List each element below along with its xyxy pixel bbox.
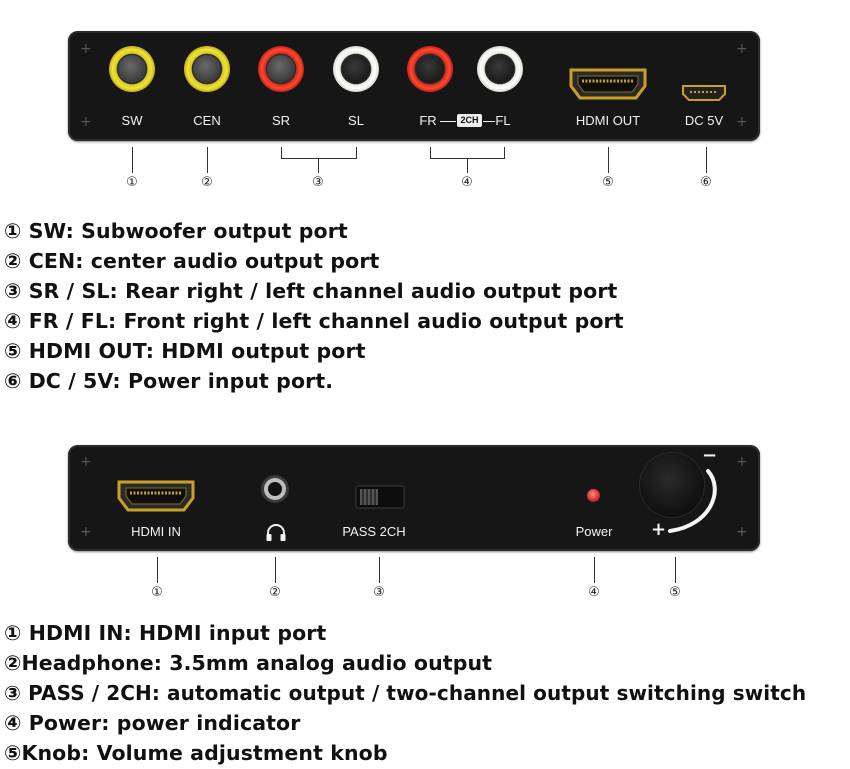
callout-number-5: ⑤: [669, 585, 681, 600]
sr-port-label: SR: [271, 113, 291, 128]
leader-bracket: [281, 158, 357, 159]
leader-line: [207, 147, 208, 173]
callout-number-1: ①: [126, 175, 138, 190]
leader-line: [504, 147, 505, 158]
headphone-jack-port: [261, 475, 289, 503]
cen-port-label: CEN: [193, 113, 221, 128]
hdmi-in-port-icon: [117, 480, 195, 512]
pass-2ch-label: PASS 2CH: [342, 524, 406, 539]
fr-fl-connector-line: [440, 121, 456, 122]
bottom-description-2: ②Headphone: 3.5mm analog audio output: [4, 651, 493, 675]
dc-5v-label: DC 5V: [684, 113, 724, 128]
knob-minus-label: −: [702, 445, 718, 466]
fr-rca-port: [407, 46, 453, 92]
leader-line: [157, 557, 158, 583]
bottom-description-1: ① HDMI IN: HDMI input port: [4, 621, 327, 645]
top-description-3: ③ SR / SL: Rear right / left channel aud…: [4, 279, 618, 303]
top-description-4: ④ FR / FL: Front right / left channel au…: [4, 309, 624, 333]
hdmi-in-label: HDMI IN: [131, 524, 181, 539]
sw-port-label: SW: [121, 113, 143, 128]
fl-port-label: FL: [495, 113, 511, 128]
leader-line: [132, 147, 133, 173]
power-label: Power: [575, 524, 613, 539]
sl-rca-port: [333, 46, 379, 92]
sl-port-label: SL: [348, 113, 364, 128]
leader-line: [675, 557, 676, 583]
screw-icon: +: [736, 41, 748, 57]
fr-fl-connector-line: [483, 121, 495, 122]
top-description-1: ① SW: Subwoofer output port: [4, 219, 348, 243]
bottom-description-4: ④ Power: power indicator: [4, 711, 301, 735]
screw-icon: +: [736, 454, 748, 470]
screw-icon: +: [80, 454, 92, 470]
leader-line: [379, 557, 380, 583]
callout-number-2: ②: [201, 175, 213, 190]
screw-icon: +: [80, 524, 92, 540]
callout-number-3: ③: [312, 175, 324, 190]
leader-line: [281, 147, 282, 158]
screw-icon: +: [736, 114, 748, 130]
leader-line: [594, 557, 595, 583]
leader-line: [356, 147, 357, 158]
badge-2ch: 2CH: [457, 114, 482, 127]
screw-icon: +: [80, 41, 92, 57]
volume-arc-icon: [668, 469, 717, 533]
volume-knob[interactable]: [640, 453, 704, 517]
leader-line: [430, 147, 431, 158]
hdmi-out-label: HDMI OUT: [575, 113, 641, 128]
pass-2ch-switch[interactable]: [355, 485, 405, 509]
leader-line: [318, 158, 319, 173]
sr-rca-port: [258, 46, 304, 92]
callout-number-3: ③: [373, 585, 385, 600]
leader-line: [706, 147, 707, 173]
top-description-6: ⑥ DC / 5V: Power input port.: [4, 369, 334, 393]
callout-number-1: ①: [151, 585, 163, 600]
fl-rca-port: [477, 46, 523, 92]
top-description-2: ② CEN: center audio output port: [4, 249, 380, 273]
callout-number-2: ②: [269, 585, 281, 600]
power-led-icon: [587, 489, 600, 502]
dc-5v-port-icon: [682, 85, 726, 101]
knob-plus-label: +: [651, 519, 667, 540]
screw-icon: +: [736, 524, 748, 540]
sw-rca-port: [109, 46, 155, 92]
top-device-panel: + + + + SW CEN SR SL FR 2CH FL HDMI OUT …: [68, 31, 760, 141]
callout-number-4: ④: [461, 175, 473, 190]
cen-rca-port: [184, 46, 230, 92]
leader-line: [467, 158, 468, 173]
fr-port-label: FR: [419, 113, 437, 128]
hdmi-out-port-icon: [569, 68, 647, 100]
screw-icon: +: [80, 114, 92, 130]
bottom-device-panel: + + + + HDMI IN PASS 2CH Power − +: [68, 445, 760, 551]
callout-number-4: ④: [588, 585, 600, 600]
top-description-5: ⑤ HDMI OUT: HDMI output port: [4, 339, 366, 363]
leader-line: [275, 557, 276, 583]
bottom-description-5: ⑤Knob: Volume adjustment knob: [4, 741, 388, 765]
leader-line: [608, 147, 609, 173]
bottom-description-3: ③ PASS / 2CH: automatic output / two-cha…: [4, 681, 807, 705]
callout-number-6: ⑥: [700, 175, 712, 190]
headphone-icon: [266, 524, 286, 541]
callout-number-5: ⑤: [602, 175, 614, 190]
